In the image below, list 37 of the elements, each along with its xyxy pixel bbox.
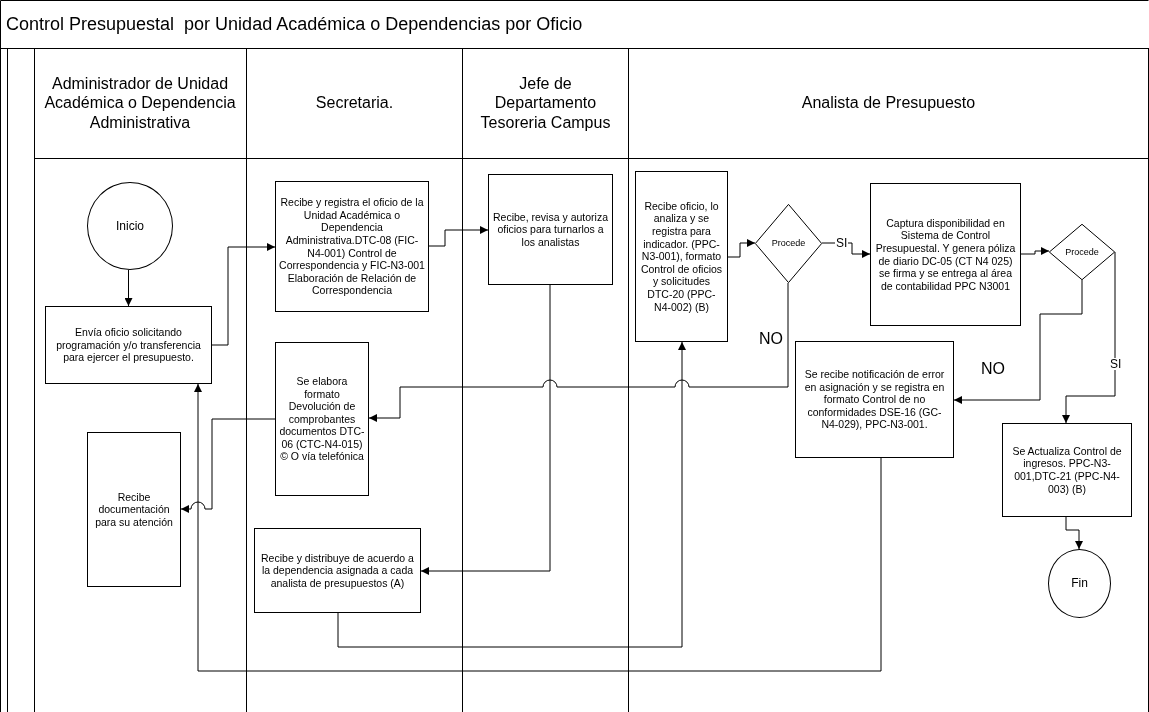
- arrow: [1062, 251, 1116, 424]
- decision-diamond: Procede: [755, 204, 822, 283]
- arrow: [727, 239, 756, 258]
- arrow: [124, 269, 133, 307]
- lane-header: Administrador de Unidad Académica o Dependencia Administrativa: [43, 74, 237, 133]
- terminal-circle: Fin: [1048, 549, 1111, 618]
- arrow: [211, 243, 276, 346]
- process-box: Recibe, revisa y autoriza oficios para turnarlos a los analistas: [488, 174, 613, 285]
- arrow: [428, 226, 489, 247]
- lane-header: Secretaria.: [314, 93, 395, 114]
- arrow: [821, 242, 871, 258]
- arrow: [194, 383, 882, 672]
- lane-header: Analista de Presupuesto: [800, 93, 977, 114]
- arrow: [1020, 247, 1050, 255]
- edge-label: NO: [980, 361, 1006, 377]
- terminal-circle: Inicio: [87, 182, 173, 270]
- diagram-title: Control Presupuestal por Unidad Académica o Dependencias por Oficio: [6, 14, 583, 35]
- arrow: [420, 284, 551, 575]
- arrow: [953, 279, 1083, 404]
- process-box: Se recibe notificación de error en asignación y se registra en formato Control de no conformidades DSE-16 (GC-N4-029), PPC-N3-001.: [795, 341, 954, 458]
- process-box: Se Actualiza Control de ingresos. PPC-N3-001,DTC-21 (PPC-N4-003) (B): [1002, 423, 1132, 517]
- arrow: [368, 282, 789, 422]
- process-box: Recibe documentación para su atención: [87, 432, 181, 587]
- process-box: Recibe y distribuye de acuerdo a la dependencia asignada a cada analista de presupuestos (A): [254, 528, 421, 613]
- arrow: [180, 418, 276, 513]
- lane-header: Jefe de Departamento Tesoreria Campus: [479, 74, 612, 133]
- arrow: [337, 341, 686, 648]
- arrow: [1065, 516, 1083, 550]
- edge-label: SI: [1109, 358, 1123, 370]
- edge-label: NO: [758, 331, 784, 347]
- process-box: Captura disponibilidad en Sistema de Control Presupuestal. Y genera póliza de diario DC-05 (CT N4 025) se firma y se entrega al área de contabilidad PPC N3001: [870, 183, 1021, 326]
- process-box: Recibe oficio, lo analiza y se registra para indicador. (PPC-N3-001), formato Control de oficios y solicitudes DTC-20 (PPC-N4-002) (B): [635, 171, 728, 342]
- process-box: Se elabora formato Devolución de comprobantes documentos DTC-06 (CTC-N4-015) © O vía telefónica: [275, 342, 369, 496]
- decision-diamond: Procede: [1049, 224, 1115, 280]
- process-box: Recibe y registra el oficio de la Unidad Académica o Dependencia Administrativa.DTC-08 (FIC-N4-001) Control de Correspondencia y FIC-N3-001 Elaboración de Relación de Correspondencia: [275, 181, 429, 312]
- process-box: Envía oficio solicitando programación y/o transferencia para ejercer el presupuesto.: [45, 306, 212, 384]
- edge-label: SI: [835, 237, 849, 249]
